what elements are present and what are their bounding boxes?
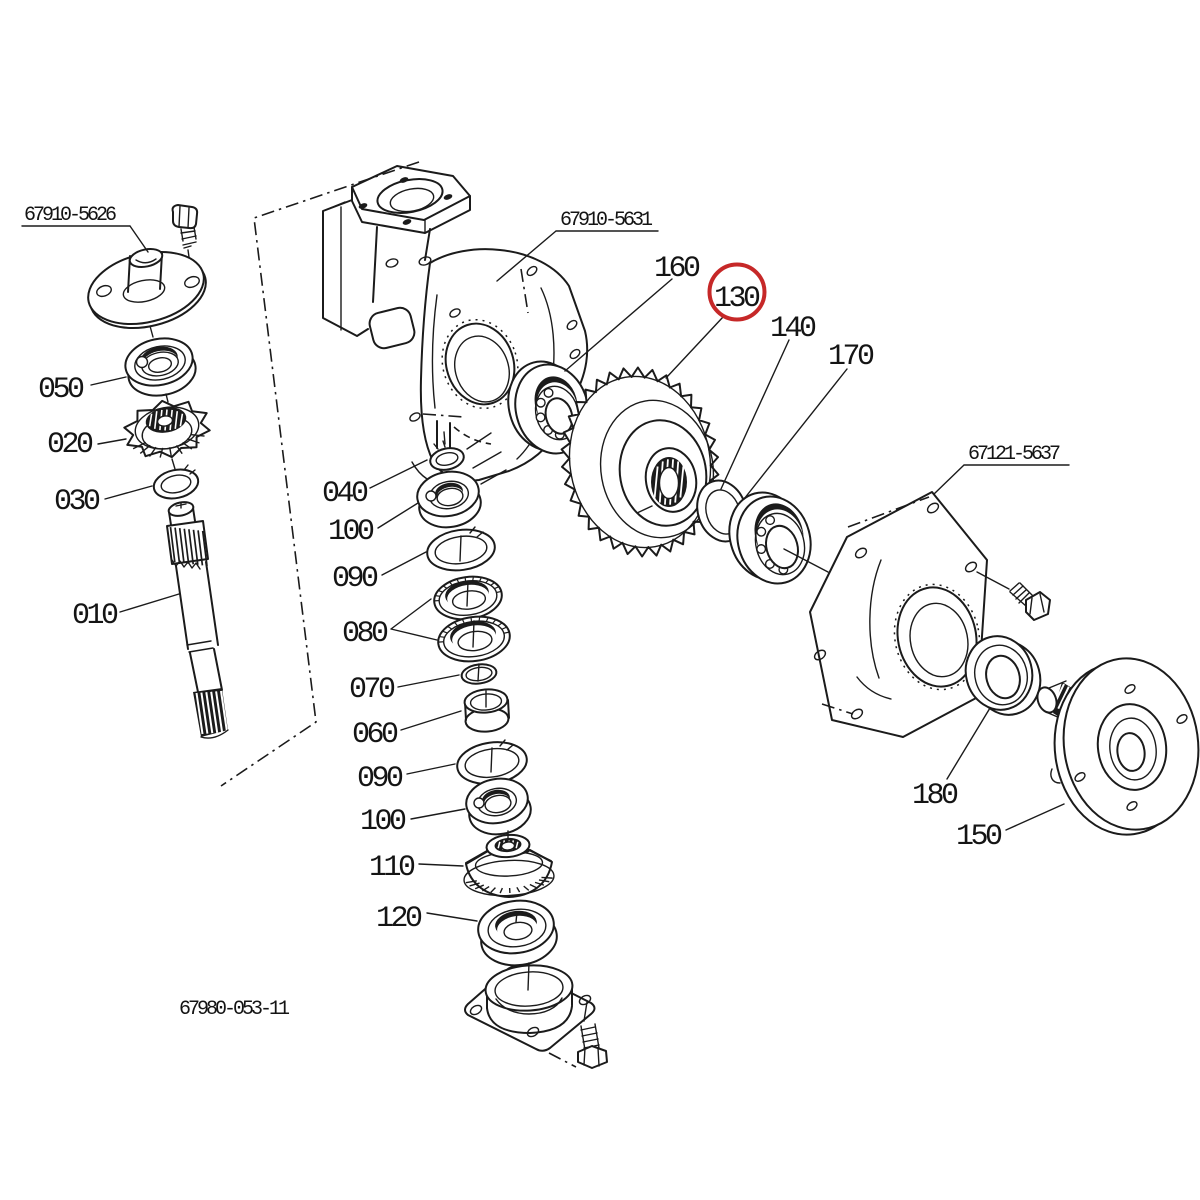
callout-050: 050 (38, 373, 84, 407)
cover-plate-67121-5637 (809, 491, 1010, 738)
callout-070: 070 (349, 673, 395, 707)
gear-case-housing (322, 165, 589, 488)
callout-140: 140 (770, 312, 816, 346)
seal-180 (964, 635, 1042, 716)
callout-170: 170 (828, 340, 874, 374)
bottom-cover-bolt (577, 1023, 608, 1069)
ring-070 (460, 663, 498, 685)
bearing-100-upper (416, 470, 482, 529)
bearing-050 (124, 337, 197, 403)
callout-150: 150 (956, 820, 1002, 854)
snap-ring-040 (429, 431, 465, 471)
bolt-top-left (171, 204, 199, 265)
callout-130-highlighted: 130 (714, 282, 760, 316)
callout-080: 080 (342, 617, 388, 651)
bearing-120 (477, 899, 558, 967)
differential-gear-130 (560, 366, 720, 558)
part-number-67910-5626: 67910-5626 (24, 204, 116, 227)
callout-180: 180 (912, 779, 958, 813)
bearing-100-lower (465, 777, 532, 836)
callout-110: 110 (369, 851, 415, 885)
gear-020 (123, 399, 211, 470)
snap-ring-090-upper (426, 526, 496, 572)
bushing-060 (463, 688, 510, 733)
callout-090-upper: 090 (332, 562, 378, 596)
bevel-gear-110 (463, 830, 555, 898)
cover-bolt (1009, 582, 1051, 621)
callout-020: 020 (47, 428, 93, 462)
input-shaft-010 (166, 501, 229, 739)
part-number-67910-5631: 67910-5631 (560, 209, 653, 232)
flange-shaft-67910-5626 (87, 248, 207, 329)
seal-080-lower (437, 615, 511, 663)
bottom-cover-flange (464, 962, 596, 1068)
seal-080-upper (433, 575, 503, 621)
callout-010: 010 (72, 599, 118, 633)
part-number-67121-5637: 67121-5637 (968, 443, 1060, 466)
labels: 67910-5626 67910-5631 67121-5637 67980-0… (24, 204, 1063, 1021)
callout-090-lower: 090 (357, 762, 403, 796)
callout-120: 120 (376, 902, 422, 936)
sub-assembly-boundary-line (220, 161, 420, 787)
part-number-67980-053-11: 67980-053-11 (179, 998, 290, 1021)
callout-160: 160 (654, 252, 700, 286)
callout-040: 040 (322, 477, 368, 511)
bearing-170 (728, 491, 829, 585)
leader-lines (21, 225, 1070, 922)
callout-030: 030 (54, 485, 100, 519)
callout-100-upper: 100 (328, 515, 374, 549)
callout-060: 060 (352, 718, 398, 752)
callout-100-lower: 100 (360, 805, 406, 839)
wheel-hub-150 (1036, 657, 1200, 836)
highlight-circle-130 (707, 262, 767, 322)
snap-ring-030 (152, 464, 200, 500)
